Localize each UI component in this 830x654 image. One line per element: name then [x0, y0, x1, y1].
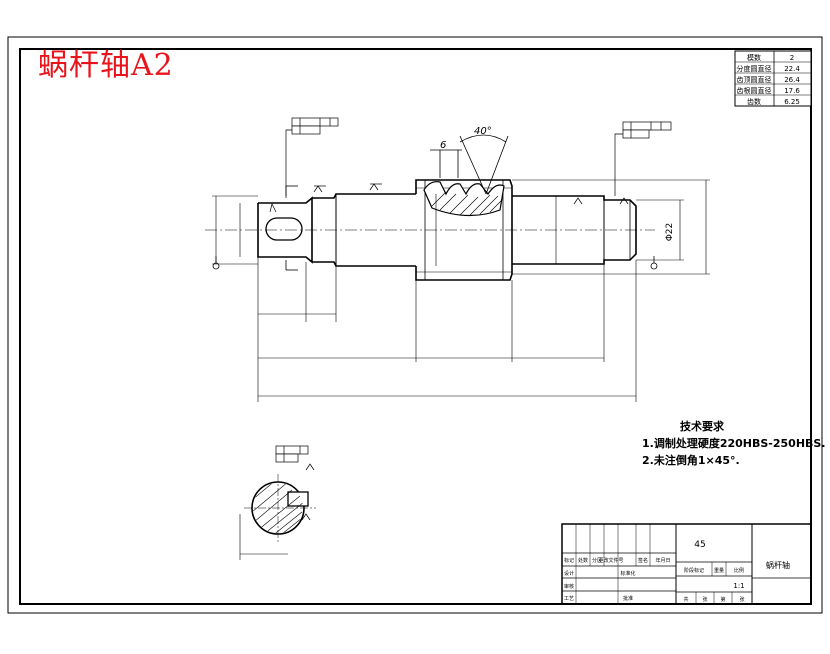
technical-requirements: 技术要求 1.调制处理硬度220HBS-250HBS. 2.未注倒角1×45°. — [642, 418, 826, 469]
param-label: 齿根圆直径 — [737, 86, 772, 95]
datum-symbols — [212, 256, 658, 270]
length-dimensions — [257, 257, 637, 402]
tb-total: 共 — [683, 596, 688, 603]
diam-right-label: Φ22 — [665, 223, 675, 242]
tb-sheet: 张 — [739, 596, 744, 603]
roughness-marks — [269, 183, 629, 521]
tb-design: 设计 — [564, 570, 574, 577]
tb-ratio: 比例 — [734, 567, 744, 574]
tb-std: 标准化 — [620, 570, 635, 577]
param-value: 2 — [790, 54, 794, 62]
param-value: 26.4 — [784, 76, 800, 84]
inner-frame — [19, 48, 812, 605]
tb-weight: 重量 — [714, 567, 724, 574]
param-value: 6.25 — [784, 98, 800, 106]
tb-zone: 分区 — [592, 557, 602, 564]
tb-sheets: 张 — [702, 596, 707, 603]
tb-approve: 批准 — [623, 595, 633, 602]
gdt-frame-left — [285, 117, 339, 198]
tb-sign: 签名 — [638, 557, 648, 564]
tech-req-item: 2.未注倒角1×45°. — [642, 454, 740, 467]
gdt-frame-right — [614, 121, 672, 196]
cross-section-view — [239, 474, 316, 560]
gdt-frame-section — [275, 445, 309, 463]
drawing-title: 蜗杆轴A2 — [38, 48, 174, 83]
tb-stage-mark: 阶段标记 — [684, 567, 704, 574]
outer-frame — [7, 36, 823, 614]
tb-review: 审核 — [564, 583, 574, 590]
title-block — [561, 523, 812, 605]
tb-mark: 标记 — [564, 557, 574, 564]
section-markers — [285, 185, 298, 271]
tb-docno: 更改文件号 — [598, 557, 623, 564]
param-label: 齿顶圆直径 — [737, 75, 772, 84]
tb-date: 年月日 — [655, 557, 670, 564]
part-name-label: 蜗杆轴 — [766, 560, 790, 570]
param-label: 模数 — [747, 53, 761, 62]
param-value: 17.6 — [784, 87, 800, 95]
param-label: 分度圆直径 — [737, 64, 772, 73]
tech-req-item: 1.调制处理硬度220HBS-250HBS. — [642, 437, 826, 450]
pressure-angle-label: 40° — [474, 126, 492, 137]
tb-count: 处数 — [578, 557, 588, 564]
gear-params-table: 模数 2 分度圆直径 22.4 齿顶圆直径 26.4 齿根圆直径 17.6 齿数… — [734, 50, 812, 107]
param-value: 22.4 — [784, 65, 800, 73]
angle-annotation — [430, 134, 509, 195]
diameter-dimensions — [212, 179, 710, 275]
param-label: 齿数 — [747, 97, 761, 106]
pitch-label: 6 — [440, 140, 446, 151]
material-label: 45 — [694, 540, 705, 550]
scale-label: 1:1 — [733, 582, 744, 590]
tech-req-heading: 技术要求 — [680, 420, 724, 433]
tb-page: 第 — [720, 596, 725, 603]
tb-process: 工艺 — [564, 596, 574, 602]
